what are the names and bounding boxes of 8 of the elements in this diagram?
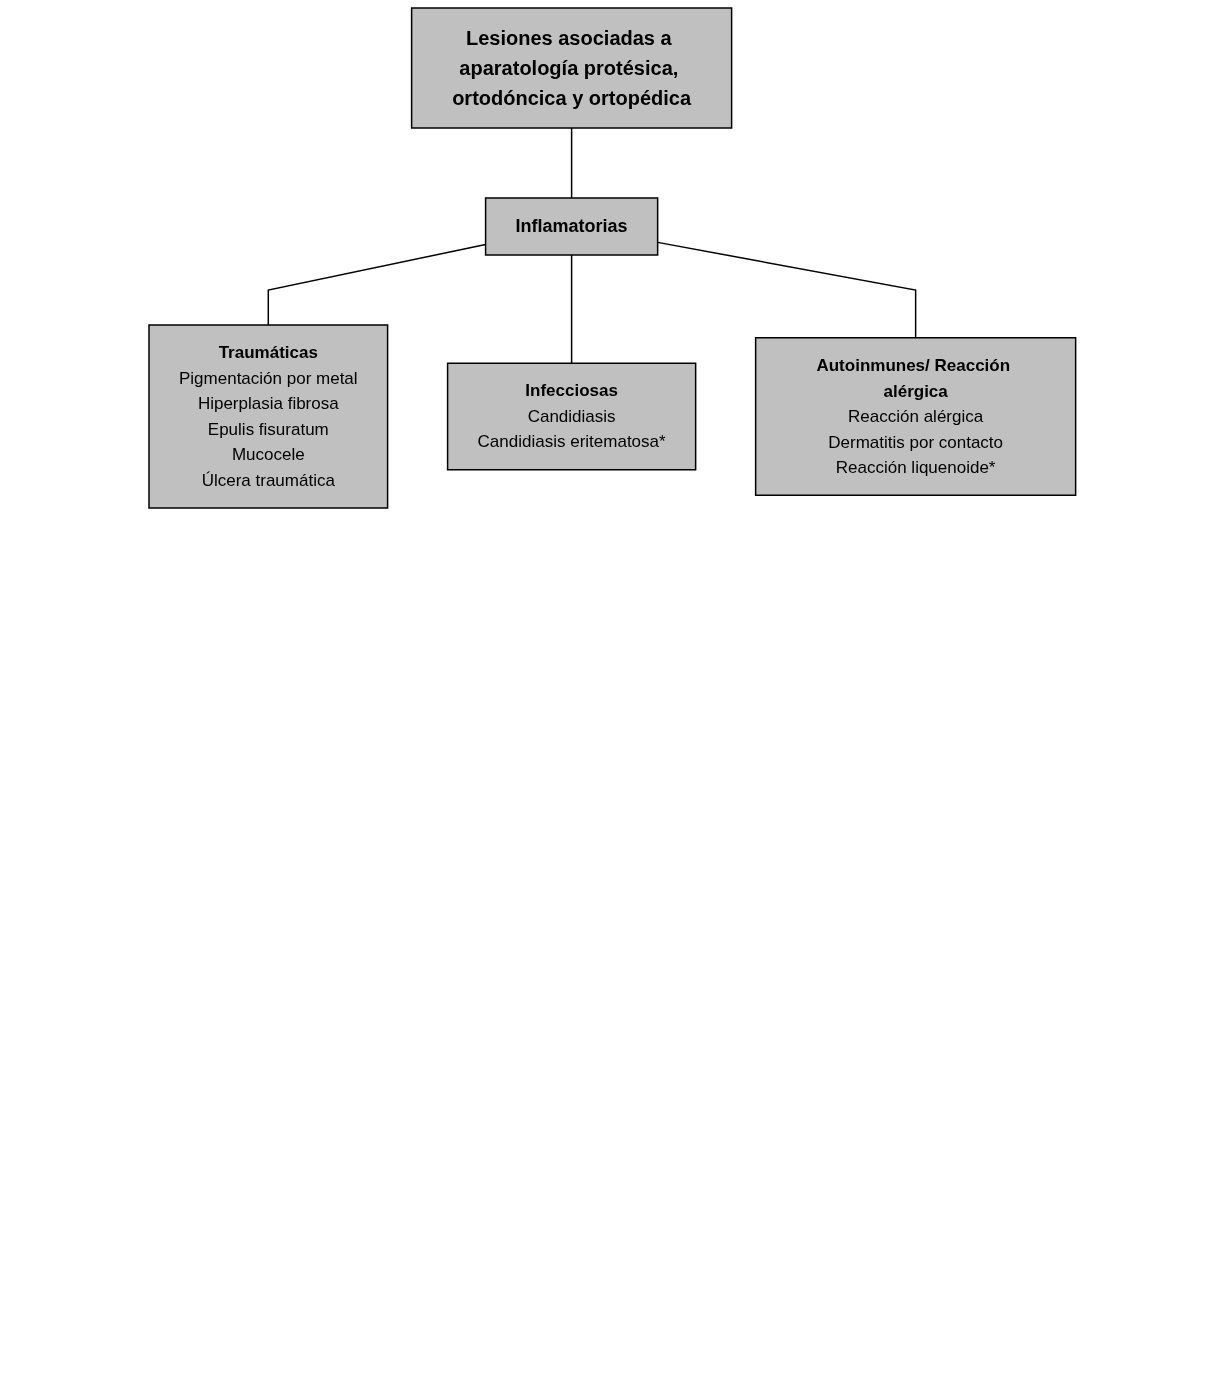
connector — [571, 254, 573, 364]
node-box: Autoinmunes/ Reacción alérgica Reacción alérgica Dermatitis por contacto Reacción liquenoide* — [755, 337, 1077, 496]
node-box: Lesiones asociadas a aparatología protésica, ortodóncica y ortopédica — [411, 7, 733, 129]
node-box: Inflamatorias — [485, 197, 659, 256]
connector — [657, 241, 917, 339]
node-box: Traumáticas Pigmentación por metal Hiperplasia fibrosa Epulis fisuratum Mucocele Úlcera traumática — [148, 324, 389, 509]
node-box: Infecciosas Candidiasis Candidiasis eritematosa* — [447, 362, 697, 471]
connector — [571, 127, 573, 199]
